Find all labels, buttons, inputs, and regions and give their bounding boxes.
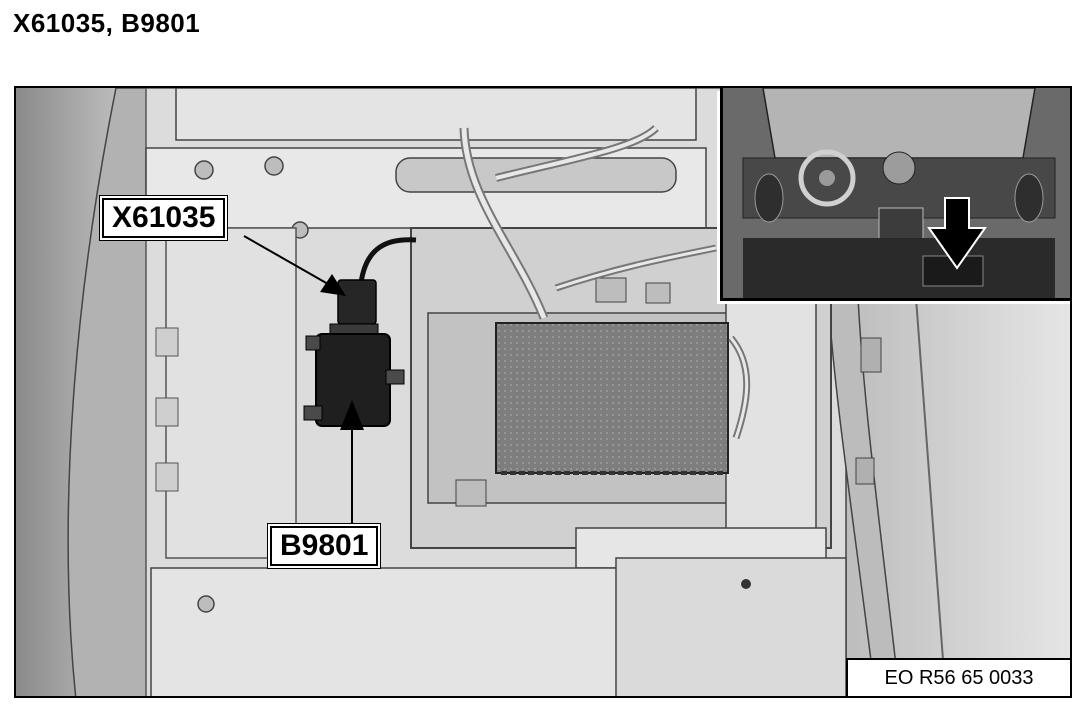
bolt — [264, 156, 284, 176]
windshield — [762, 88, 1036, 159]
sensor-cable — [358, 237, 417, 284]
air-vent — [1014, 173, 1044, 223]
pillar-edge — [915, 297, 947, 696]
wiring-harness — [461, 127, 547, 319]
location-arrow — [927, 197, 987, 270]
side-rail — [165, 227, 297, 559]
rail-tab — [155, 462, 179, 492]
lower-floor-panel — [150, 567, 622, 696]
connector-x61035 — [337, 279, 377, 325]
cross-member-slot — [395, 157, 677, 193]
tray-connector — [645, 282, 671, 304]
lower-bracket — [615, 557, 847, 696]
reference-code: EO R56 65 0033 — [846, 658, 1070, 696]
arrowhead-b9801 — [340, 400, 364, 430]
center-speedometer — [882, 151, 916, 185]
clip — [855, 457, 875, 485]
wiring-harness — [555, 246, 717, 290]
wiring-harness — [729, 337, 749, 439]
location-inset — [720, 88, 1070, 301]
sensor-mount-tab — [303, 405, 323, 421]
main-illustration — [16, 88, 1070, 696]
air-vent — [754, 173, 784, 223]
pillar-tube — [827, 297, 901, 696]
inset-illustration — [723, 88, 1070, 298]
callout-b9801: B9801 — [270, 526, 379, 566]
rail-tab — [155, 397, 179, 427]
rail-tab — [155, 327, 179, 357]
illustration-frame: X61035 B9801 EO R56 65 0033 — [14, 86, 1072, 698]
sensor-mount-tab — [305, 335, 321, 351]
bolt — [194, 160, 214, 180]
wiring-harness — [495, 126, 658, 180]
arrowhead-x61035 — [320, 274, 346, 296]
floor-area — [743, 238, 1055, 298]
steering-wheel — [798, 149, 856, 207]
leader-line-x61035 — [243, 235, 329, 285]
control-module — [495, 322, 729, 474]
page-title: X61035, B9801 — [13, 8, 201, 38]
bolt — [197, 595, 215, 613]
callout-x61035: X61035 — [102, 198, 226, 238]
upper-bracket — [175, 88, 697, 141]
left-trim-edge — [67, 88, 167, 696]
tray-connector — [455, 479, 487, 507]
tray-connector — [595, 277, 627, 303]
steering-hub — [819, 170, 835, 186]
sensor-mount-tab — [385, 369, 405, 385]
clip — [860, 337, 882, 373]
bolt — [741, 579, 751, 589]
